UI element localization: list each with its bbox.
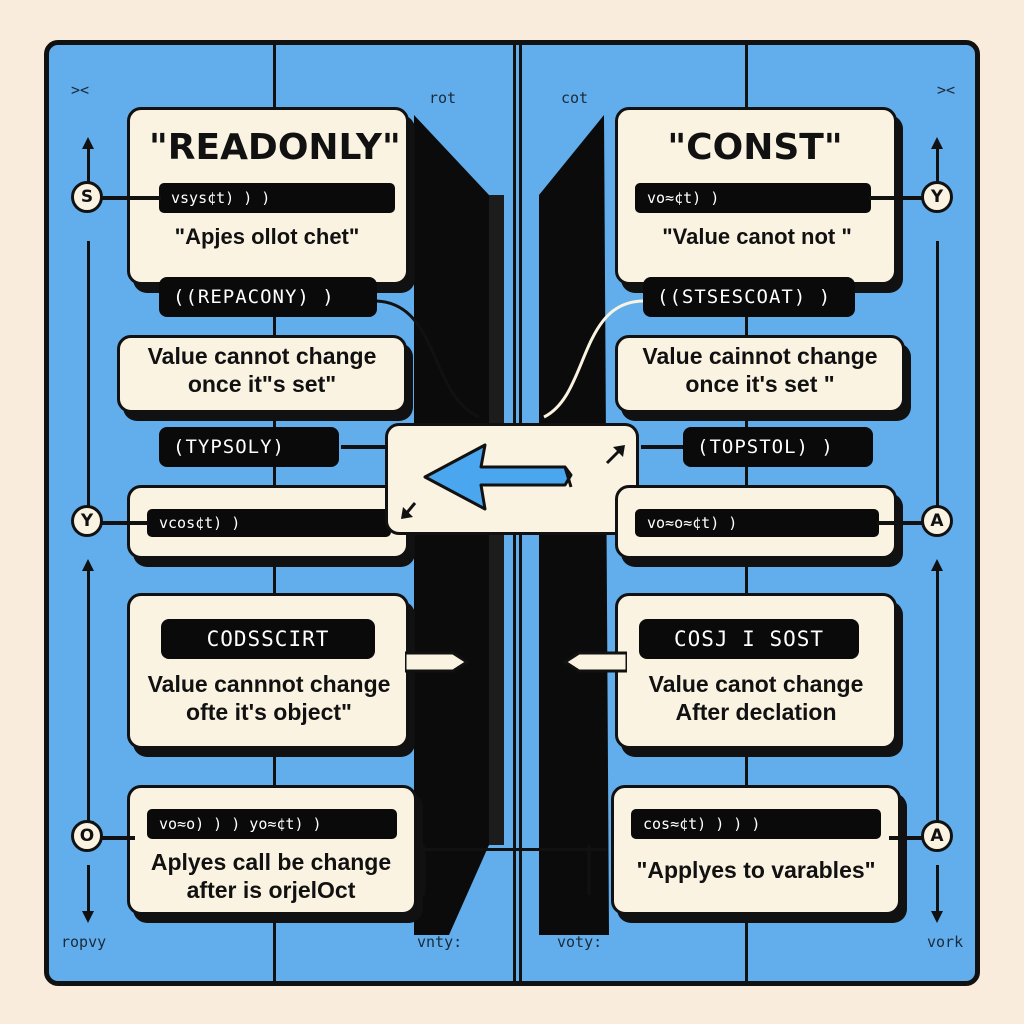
side-arrow-line: [87, 865, 90, 915]
readonly-title: "READONLY": [149, 127, 401, 168]
up-arrow-icon: [82, 137, 94, 149]
corner-label: ><: [937, 81, 956, 99]
type-tag: (TOPSTOL) ): [683, 427, 873, 467]
node-circle: A: [921, 505, 953, 537]
readonly-apply-line1: Aplyes call be change: [150, 849, 392, 875]
connector-line: [869, 196, 937, 200]
node-circle: A: [921, 820, 953, 852]
small-arrow-icon: [401, 445, 625, 519]
const-scope-line2: After declation: [675, 699, 837, 725]
connector-line: [641, 445, 685, 449]
corner-label: cot: [561, 89, 589, 107]
corner-label: ><: [71, 81, 90, 99]
corner-label: vnty:: [417, 933, 463, 951]
side-arrow-line: [936, 145, 939, 197]
const-rule-card: [615, 335, 905, 413]
readonly-scope-line2: ofte it's object": [186, 699, 352, 725]
corner-label: ropvy: [61, 933, 107, 951]
down-arrow-icon: [931, 911, 943, 923]
readonly-rule-line2: once it"s set": [187, 371, 337, 397]
side-arrow-line: [936, 865, 939, 915]
readonly-apply-card: [127, 785, 417, 915]
const-code-line: vo≈o≈¢t) ): [635, 509, 879, 537]
node-circle: Y: [71, 505, 103, 537]
corner-label: vork: [927, 933, 964, 951]
const-apply-line1: "Applyes to varables": [636, 857, 876, 883]
connector-line: [93, 521, 149, 525]
readonly-rule-line1: Value cannot change: [147, 343, 377, 369]
readonly-tag: ((REPACONY) ): [159, 277, 377, 317]
readonly-apply-code: vo≈o) ) ) yo≈¢t) ): [147, 809, 397, 839]
side-arrow-line: [936, 241, 939, 511]
const-apply-code: cos≈¢t) ) ) ): [631, 809, 881, 839]
node-circle: S: [71, 181, 103, 213]
side-arrow-line: [87, 567, 90, 825]
connector-line: [93, 196, 161, 200]
readonly-description: "Apjes ollot chet": [174, 224, 360, 249]
readonly-code-line: vcos¢t) ): [147, 509, 391, 537]
connector-line: [341, 445, 385, 449]
const-description: "Value canot not ": [662, 224, 852, 249]
corner-label: voty:: [557, 933, 603, 951]
corner-label: rot: [429, 89, 457, 107]
side-arrow-line: [87, 241, 90, 511]
diagram-panel: >< rot cot >< ropvy vnty: voty: vork "RE…: [44, 40, 980, 986]
node-circle: O: [71, 820, 103, 852]
connector-line: [877, 521, 933, 525]
const-title: "CONST": [667, 127, 843, 168]
scope-banner: COSJ I SOST: [639, 619, 859, 659]
const-tag: ((STSESCOAT) ): [643, 277, 855, 317]
down-arrow-icon: [82, 911, 94, 923]
side-arrow-line: [936, 567, 939, 825]
readonly-code-snippet: vsys¢t) ) ): [159, 183, 395, 213]
banner-tail: [405, 651, 470, 673]
up-arrow-icon: [931, 137, 943, 149]
readonly-rule-card: [117, 335, 407, 413]
readonly-apply-line2: after is orjelOct: [186, 877, 356, 903]
const-rule-line2: once it's set ": [685, 371, 835, 397]
readonly-scope-line1: Value cannnot change: [147, 671, 391, 697]
const-rule-line1: Value cainnot change: [642, 343, 878, 369]
connector-line: [417, 848, 607, 851]
up-arrow-icon: [82, 559, 94, 571]
const-code-snippet: vo≈¢t) ): [635, 183, 871, 213]
scope-banner: CODSSCIRT: [161, 619, 375, 659]
const-scope-line1: Value canot change: [648, 671, 864, 697]
side-arrow-line: [87, 145, 90, 197]
const-apply-card: [611, 785, 901, 915]
left-arrow-icon: [401, 443, 625, 519]
connector-line: [889, 836, 933, 840]
up-arrow-icon: [931, 559, 943, 571]
banner-tail: [562, 651, 627, 673]
type-tag: (TYPSOLY): [159, 427, 339, 467]
connector-line: [93, 836, 135, 840]
node-circle: Y: [921, 181, 953, 213]
